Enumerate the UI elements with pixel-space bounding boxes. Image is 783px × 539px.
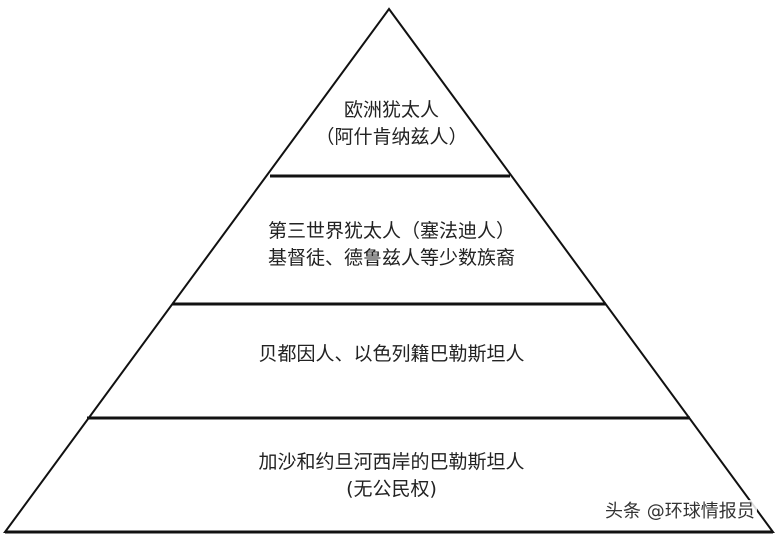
watermark: 头条 @环球情报员 bbox=[603, 500, 757, 524]
tier-3-line-1: 贝都因人、以色列籍巴勒斯坦人 bbox=[258, 343, 525, 365]
tier-3-label: 贝都因人、以色列籍巴勒斯坦人 bbox=[0, 341, 783, 368]
tier-1-line-1: 欧洲犹太人 bbox=[343, 99, 439, 121]
tier-1-label: 欧洲犹太人 （阿什肯纳兹人） bbox=[0, 97, 783, 151]
tier-4-label: 加沙和约旦河西岸的巴勒斯坦人 (无公民权) bbox=[0, 449, 783, 503]
tier-2-line-1: 第三世界犹太人（塞法迪人） bbox=[267, 220, 515, 242]
tier-2-line-2: 基督徒、德鲁兹人等少数族裔 bbox=[267, 247, 515, 269]
tier-1-line-2: （阿什肯纳兹人） bbox=[315, 126, 468, 148]
tier-2-label: 第三世界犹太人（塞法迪人） 基督徒、德鲁兹人等少数族裔 bbox=[0, 218, 783, 272]
tier-4-line-1: 加沙和约旦河西岸的巴勒斯坦人 bbox=[258, 451, 525, 473]
tier-4-line-2: (无公民权) bbox=[346, 478, 437, 500]
